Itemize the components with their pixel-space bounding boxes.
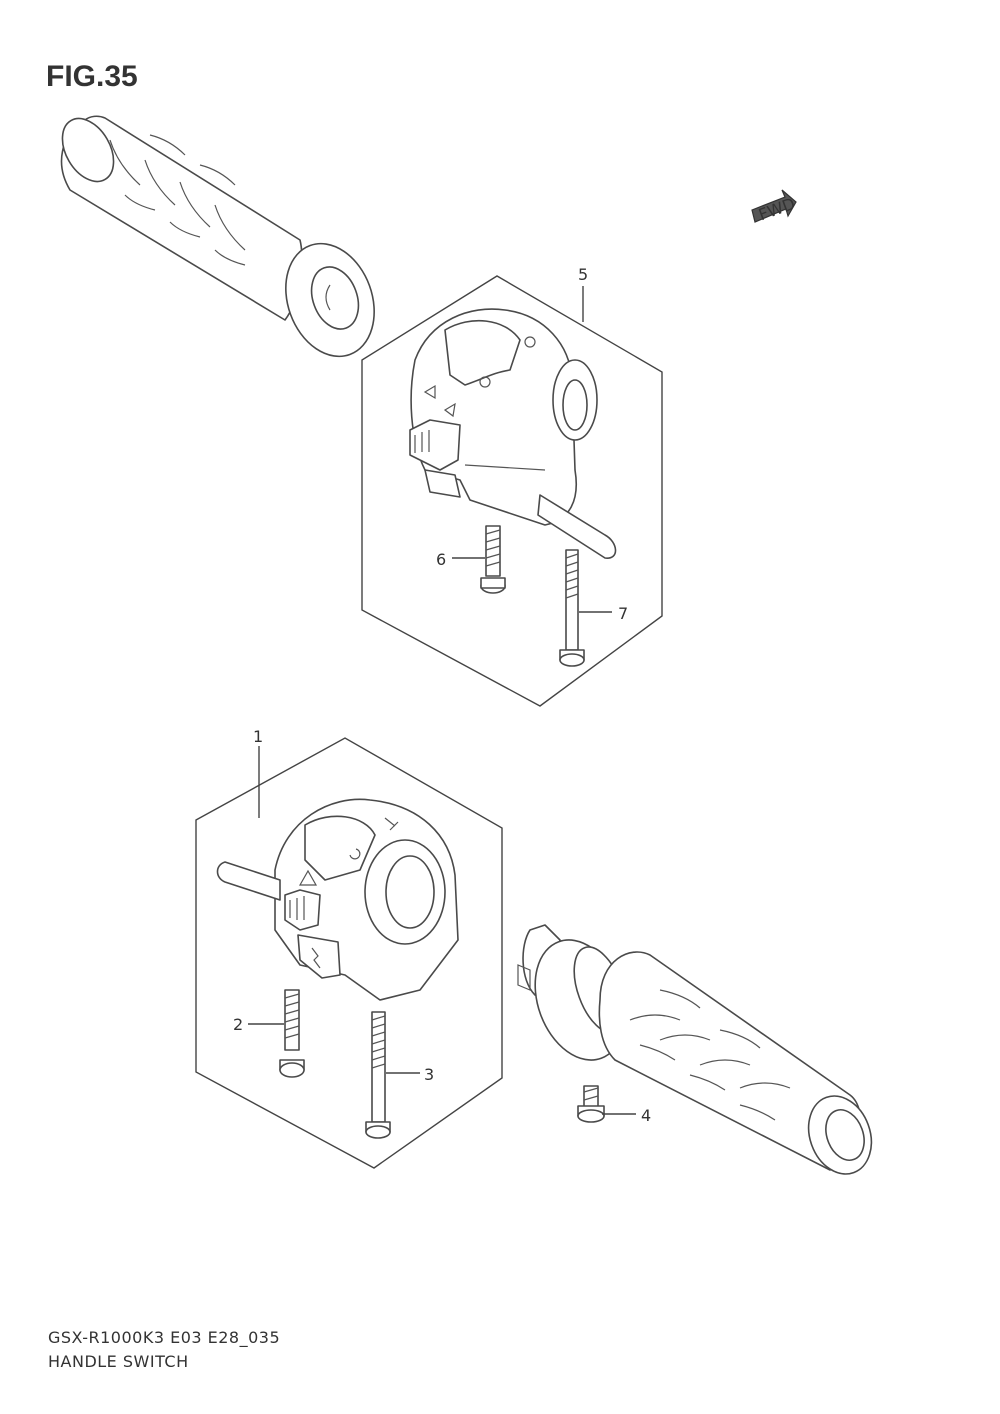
left-handle-switch-assembly-box (195, 737, 503, 1169)
callout-3: 3 (424, 1065, 434, 1084)
callout-5: 5 (578, 265, 588, 284)
callout-2: 2 (233, 1015, 243, 1034)
right-handle-switch-assembly-box (361, 275, 663, 707)
screw-7 (559, 549, 585, 667)
callout-1: 1 (253, 727, 263, 746)
left-handle-switch (216, 798, 459, 1001)
figure-title: FIG.35 (46, 60, 138, 93)
forward-direction-arrow-icon: FWD (751, 189, 798, 225)
section-name: HANDLE SWITCH (48, 1352, 189, 1371)
model-code: GSX-R1000K3 E03 E28_035 (48, 1328, 281, 1347)
screw-4 (577, 1085, 605, 1123)
callout-7: 7 (618, 604, 628, 623)
callout-6: 6 (436, 550, 446, 569)
screw-6 (480, 525, 506, 594)
right-handle-switch (409, 308, 617, 559)
callout-4: 4 (641, 1106, 651, 1125)
throttle-grip (517, 924, 873, 1175)
screw-3 (365, 1011, 391, 1139)
fwd-label: FWD (756, 194, 798, 225)
left-handlebar-grip (60, 115, 375, 358)
screw-2 (279, 989, 305, 1078)
